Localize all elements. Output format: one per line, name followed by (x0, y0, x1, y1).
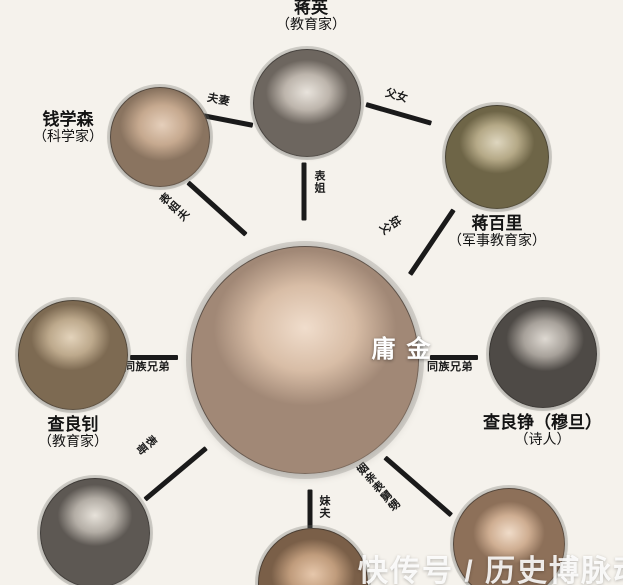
node-jiangbaili-portrait[interactable] (445, 105, 549, 209)
node-chaliangzhao-role: （教育家） (38, 435, 108, 451)
node-jiangying-portrait[interactable] (253, 49, 361, 157)
node-jiangying-photo (253, 49, 361, 157)
node-bottom-left-portrait[interactable] (40, 478, 150, 585)
edge-label-jinyong-qianxuesen: 表姐夫 (156, 191, 192, 225)
edge-line-jinyong-qianxuesen (186, 180, 248, 237)
node-jinyong-photo (191, 246, 419, 474)
edge-line-jinyong-chaliangzheng (430, 355, 478, 360)
node-qianxuesen-name: 钱学森 (42, 110, 94, 129)
edge-line-jinyong-chaliangzhao (130, 355, 178, 360)
node-jiangbaili-role: （军事教育家） (448, 234, 546, 250)
node-jinyong-portrait[interactable] (191, 246, 419, 474)
edge-line-jinyong-bottomcenter (307, 489, 313, 532)
edge-label-qianxuesen-jiangying: 夫妻 (206, 91, 232, 109)
node-bottom-right-portrait[interactable] (453, 488, 565, 585)
node-jiangbaili-name-block: 蒋百里 （军事教育家） (432, 214, 562, 251)
node-bottom-center-photo (258, 528, 368, 585)
node-jiangying-role: （教育家） (276, 18, 346, 34)
node-chaliangzhao-name-block: 查良钊 （教育家） (8, 415, 138, 452)
edge-label-jiangying-jiangbaili: 父女 (383, 87, 410, 105)
node-chaliangzheng-role: （诗人） (514, 433, 571, 449)
node-jinyong-name: 金庸 (367, 336, 428, 363)
edge-line-jinyong-bottomleft (143, 446, 208, 502)
node-qianxuesen-portrait[interactable] (110, 87, 210, 187)
edge-line-jinyong-jiangying (301, 162, 307, 221)
node-jiangbaili-name: 蒋百里 (471, 214, 523, 233)
node-bottom-left-photo (40, 478, 150, 585)
node-bottom-center-portrait[interactable] (258, 528, 368, 585)
node-chaliangzheng-name: 查良铮（穆旦） (483, 413, 602, 432)
node-jiangbaili-photo (445, 105, 549, 209)
node-bottom-right-photo (453, 488, 565, 585)
edge-label-jinyong-jiangying: 表姐 (313, 170, 325, 194)
node-qianxuesen-role: （科学家） (33, 130, 103, 146)
node-chaliangzhao-photo (18, 300, 128, 410)
node-chaliangzhao-portrait[interactable] (18, 300, 128, 410)
edge-line-jiangying-jiangbaili (365, 102, 433, 126)
node-chaliangzheng-portrait[interactable] (489, 300, 597, 408)
node-chaliangzheng-name-block: 查良铮（穆旦） （诗人） (455, 413, 623, 450)
watermark: 快传号 / 历史博脉动 (358, 555, 623, 585)
node-jiangying-name: 蒋英 (294, 0, 328, 17)
edge-label-jinyong-jiangbaili: 姑父 (376, 212, 404, 237)
edge-label-jinyong-chaliangzhao: 同族兄弟 (124, 361, 170, 373)
edge-label-jinyong-chaliangzheng: 同族兄弟 (427, 361, 473, 373)
node-chaliangzhao-name: 查良钊 (47, 415, 99, 434)
node-qianxuesen-name-block: 钱学森 （科学家） (8, 110, 128, 147)
node-jiangying-name-block: 蒋英 （教育家） (241, 0, 381, 35)
node-chaliangzheng-photo (489, 300, 597, 408)
edge-label-jinyong-bottomcenter: 妹夫 (318, 495, 330, 519)
node-qianxuesen-photo (110, 87, 210, 187)
